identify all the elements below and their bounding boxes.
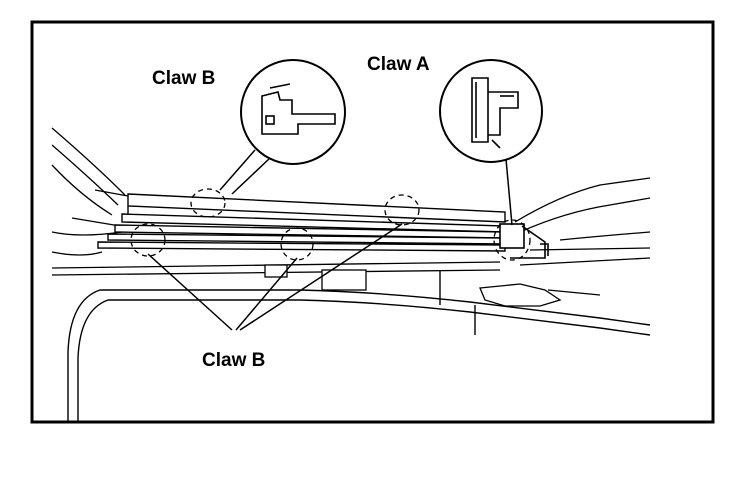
claw-b-marker-top-right [384, 194, 420, 226]
under-brackets [264, 264, 601, 307]
claw-b-marker-lower-left [130, 223, 166, 257]
claw-location-markers [130, 188, 531, 261]
leader-claw-b-bottom-3 [239, 223, 403, 331]
leader-claw-b-top [219, 149, 271, 195]
claw-b-marker-lower-mid [280, 227, 314, 261]
leader-claw-b-bottom-1 [147, 253, 233, 331]
label-claw-b-top: Claw B [152, 68, 215, 89]
slat-5 [97, 241, 506, 252]
claw-b-marker-top-left [190, 188, 226, 218]
label-claw-a: Claw A [367, 54, 430, 75]
claw-b-detail-bubble [240, 59, 346, 165]
leader-claw-a [504, 147, 513, 226]
claw-a-clip [499, 223, 549, 259]
label-claw-b-bottom: Claw B [202, 350, 265, 371]
claw-a-detail-bubble [439, 59, 543, 163]
window-frame [67, 270, 651, 422]
claw-a-marker [493, 219, 531, 261]
right-body-panel [514, 177, 651, 266]
leader-claw-b-bottom-2 [235, 257, 298, 331]
leader-lines [147, 147, 513, 331]
